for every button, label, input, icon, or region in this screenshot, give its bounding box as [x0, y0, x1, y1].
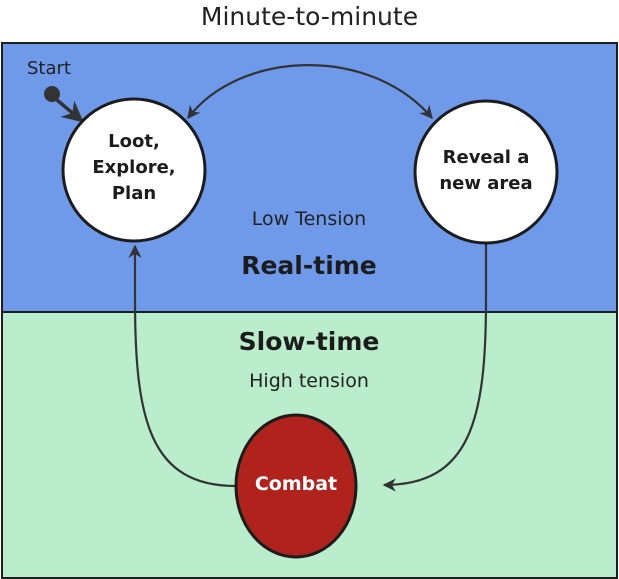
- node-loot-explore-plan[interactable]: [61, 97, 207, 243]
- slowtime-title: Slow-time: [238, 327, 380, 356]
- node-loot-line: Loot,: [108, 131, 160, 152]
- edge-combat-to-loot: [128, 244, 237, 488]
- edge-loot-reveal: [187, 64, 433, 120]
- node-loot-label: Loot, Explore, Plan: [74, 129, 194, 207]
- node-reveal-label: Reveal a new area: [426, 145, 546, 197]
- slowtime-subtitle: High tension: [249, 370, 369, 392]
- start-label: Start: [27, 58, 71, 79]
- diagram-title: Minute-to-minute: [200, 2, 419, 31]
- node-reveal-line: new area: [439, 173, 533, 194]
- node-reveal-line: Reveal a: [442, 147, 530, 168]
- node-combat[interactable]: [234, 413, 358, 559]
- realtime-subtitle: Low Tension: [251, 208, 367, 230]
- node-reveal-new-area[interactable]: [413, 99, 559, 245]
- diagram-frame: [1, 42, 618, 579]
- node-loot-line: Explore,: [92, 157, 176, 178]
- node-loot-line: Plan: [111, 183, 157, 204]
- start-dot: [44, 86, 60, 102]
- realtime-title: Real-time: [241, 251, 377, 280]
- edge-reveal-to-combat: [382, 244, 488, 492]
- node-combat-label: Combat: [254, 473, 338, 495]
- edge-start-to-loot: [55, 98, 84, 123]
